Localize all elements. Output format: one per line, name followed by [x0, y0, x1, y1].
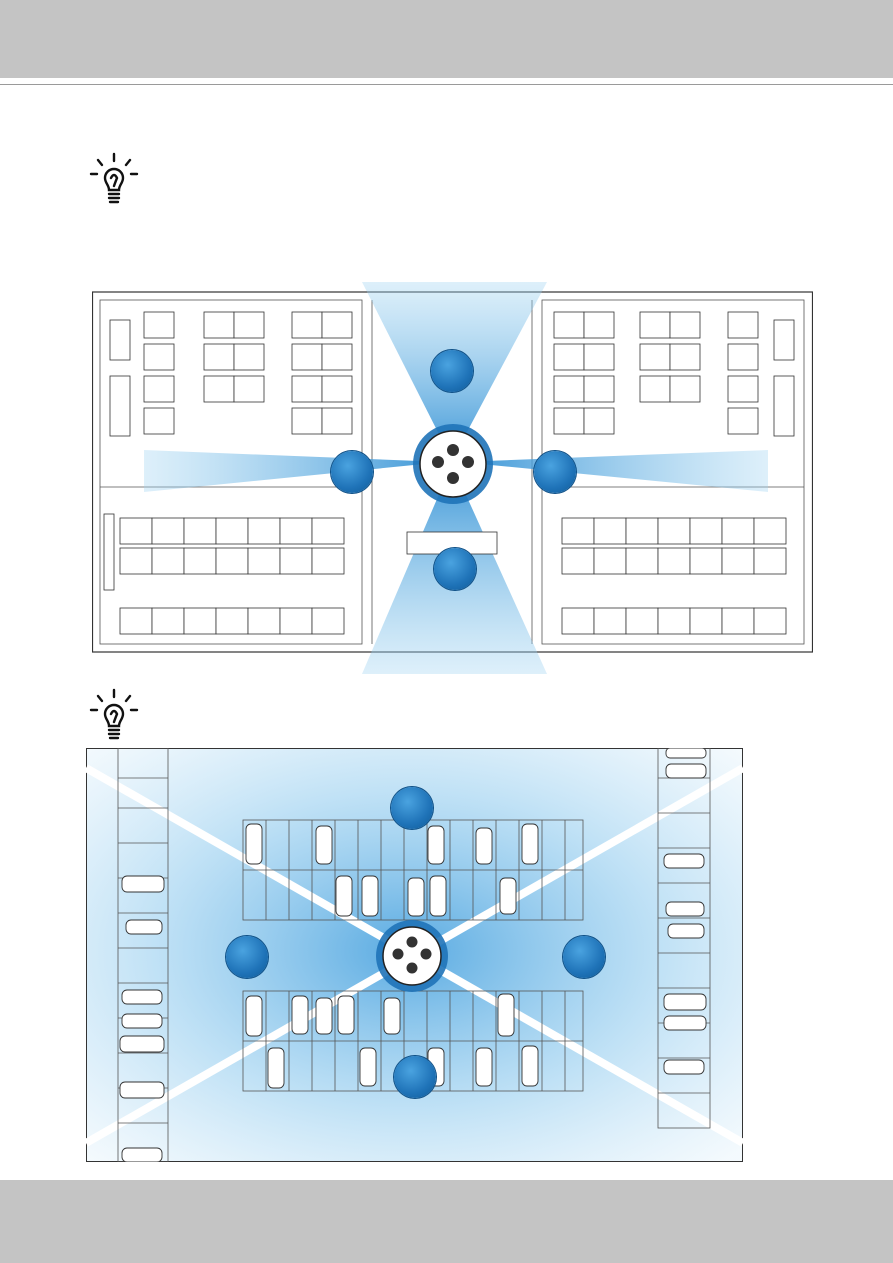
- camera-view-marker: [431, 350, 473, 392]
- camera-view-marker: [434, 548, 476, 590]
- header-divider: [0, 84, 893, 85]
- lightbulb-icon: [88, 688, 140, 744]
- camera-view-marker: [226, 936, 268, 978]
- camera-view-marker: [331, 451, 373, 493]
- page-header-band: [0, 0, 893, 78]
- camera-view-marker: [534, 451, 576, 493]
- page-footer-band: [0, 1180, 893, 1263]
- camera-view-marker: [394, 1056, 436, 1098]
- camera-view-marker: [563, 936, 605, 978]
- lightbulb-icon: [88, 152, 140, 208]
- camera-view-marker: [391, 787, 433, 829]
- office-floor-plan: [92, 282, 813, 674]
